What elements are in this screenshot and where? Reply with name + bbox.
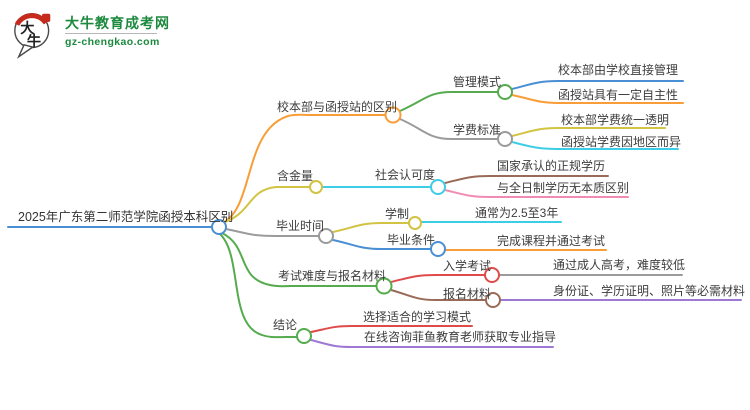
- junction-value: [309, 180, 323, 194]
- leaf-id-certificates-photos: 身份证、学历证明、照片等必需材料: [553, 284, 746, 298]
- connector-campus-tuition-transparent: [511, 127, 666, 137]
- branch-exam-difficulty-materials: 考试难度与报名材料: [278, 269, 387, 283]
- junction-conclusion: [296, 328, 312, 344]
- logo-text-block: 大牛教育成考网 gz-chengkao.com: [65, 11, 170, 48]
- node-management-mode: 管理模式: [453, 75, 502, 89]
- logo-seal: [42, 13, 51, 22]
- junction-schooling-length: [408, 216, 422, 230]
- leaf-complete-courses-pass-exams: 完成课程并通过考试: [497, 234, 606, 248]
- branch-campus-station-diff: 校本部与函授站的区别: [277, 100, 398, 114]
- leaf-station-autonomy: 函授站具有一定自主性: [558, 88, 679, 102]
- node-graduation-conditions: 毕业条件: [387, 233, 436, 247]
- connector-management-mode: [399, 91, 498, 112]
- node-schooling-length: 学制: [385, 207, 410, 221]
- leaf-station-tuition-varies: 函授站学费因地区而异: [561, 135, 682, 149]
- junction-management-mode: [497, 84, 513, 100]
- logo-divider: [65, 33, 157, 35]
- junction-graduation-time: [318, 228, 334, 244]
- junction-tuition-standard: [497, 131, 513, 147]
- connector-conclusion: [219, 233, 297, 339]
- logo-domain: gz-chengkao.com: [65, 36, 160, 49]
- connector-graduation-conditions: [332, 239, 432, 250]
- connector-campus-station-diff: [223, 113, 386, 223]
- connector-no-essential-difference: [444, 189, 629, 198]
- leaf-choose-suitable-mode: 选择适合的学习模式: [363, 310, 472, 324]
- leaf-campus-managed-directly: 校本部由学校直接管理: [558, 63, 679, 77]
- logo-title: 大牛教育成考网: [65, 15, 170, 31]
- connector-online-consult: [310, 339, 554, 348]
- site-logo-link[interactable]: 大 牛 大牛教育成考网 gz-chengkao.com: [13, 11, 170, 59]
- junction-campus-station-diff: [384, 106, 402, 124]
- connector-campus-managed-directly: [511, 80, 684, 90]
- leaf-no-essential-difference: 与全日制学历无本质区别: [497, 181, 630, 195]
- junction-social-recognition: [430, 179, 446, 195]
- junction-root: [211, 219, 227, 235]
- connector-exam-difficulty-materials: [221, 232, 377, 288]
- junction-exam-difficulty-materials: [375, 277, 393, 295]
- connector-registration-materials: [390, 289, 487, 301]
- leaf-usually-2-5-to-3-years: 通常为2.5至3年: [475, 206, 559, 220]
- connector-value: [224, 186, 311, 223]
- logo-bubble-tail: [16, 43, 35, 59]
- connector-station-autonomy: [511, 94, 684, 104]
- leaf-adult-gaokao-low-difficulty: 通过成人高考，难度较低: [553, 258, 686, 272]
- root-node-label: 2025年广东第二师范学院函授本科区别: [18, 210, 234, 224]
- logo-mark-char-top: 大: [20, 20, 35, 37]
- node-tuition-standard: 学费标准: [453, 123, 502, 137]
- branch-graduation-time: 毕业时间: [276, 219, 325, 233]
- connector-schooling-length: [332, 222, 410, 233]
- daniu-logo-icon: 大 牛: [14, 13, 51, 59]
- branch-value: 含金量: [277, 169, 314, 183]
- leaf-state-recognized: 国家承认的正规学历: [497, 159, 606, 173]
- node-social-recognition: 社会认可度: [375, 168, 436, 182]
- junction-entrance-exam: [484, 267, 500, 283]
- connector-choose-suitable-mode: [310, 325, 473, 333]
- junction-graduation-conditions: [430, 241, 446, 257]
- node-entrance-exam: 入学考试: [443, 259, 492, 273]
- branch-conclusion: 结论: [273, 318, 298, 332]
- node-registration-materials: 报名材料: [443, 287, 492, 301]
- connector-entrance-exam: [390, 274, 486, 283]
- junction-registration-materials: [485, 292, 501, 308]
- connector-graduation-time: [225, 228, 320, 237]
- leaf-campus-tuition-transparent: 校本部学费统一透明: [561, 113, 670, 127]
- connector-station-tuition-varies: [511, 141, 679, 150]
- connector-state-recognized: [444, 175, 609, 184]
- leaf-online-consult: 在线咨询菲鱼教育老师获取专业指导: [364, 330, 557, 344]
- logo-mark-char-bottom: 牛: [27, 33, 41, 50]
- connector-tuition-standard: [399, 118, 498, 140]
